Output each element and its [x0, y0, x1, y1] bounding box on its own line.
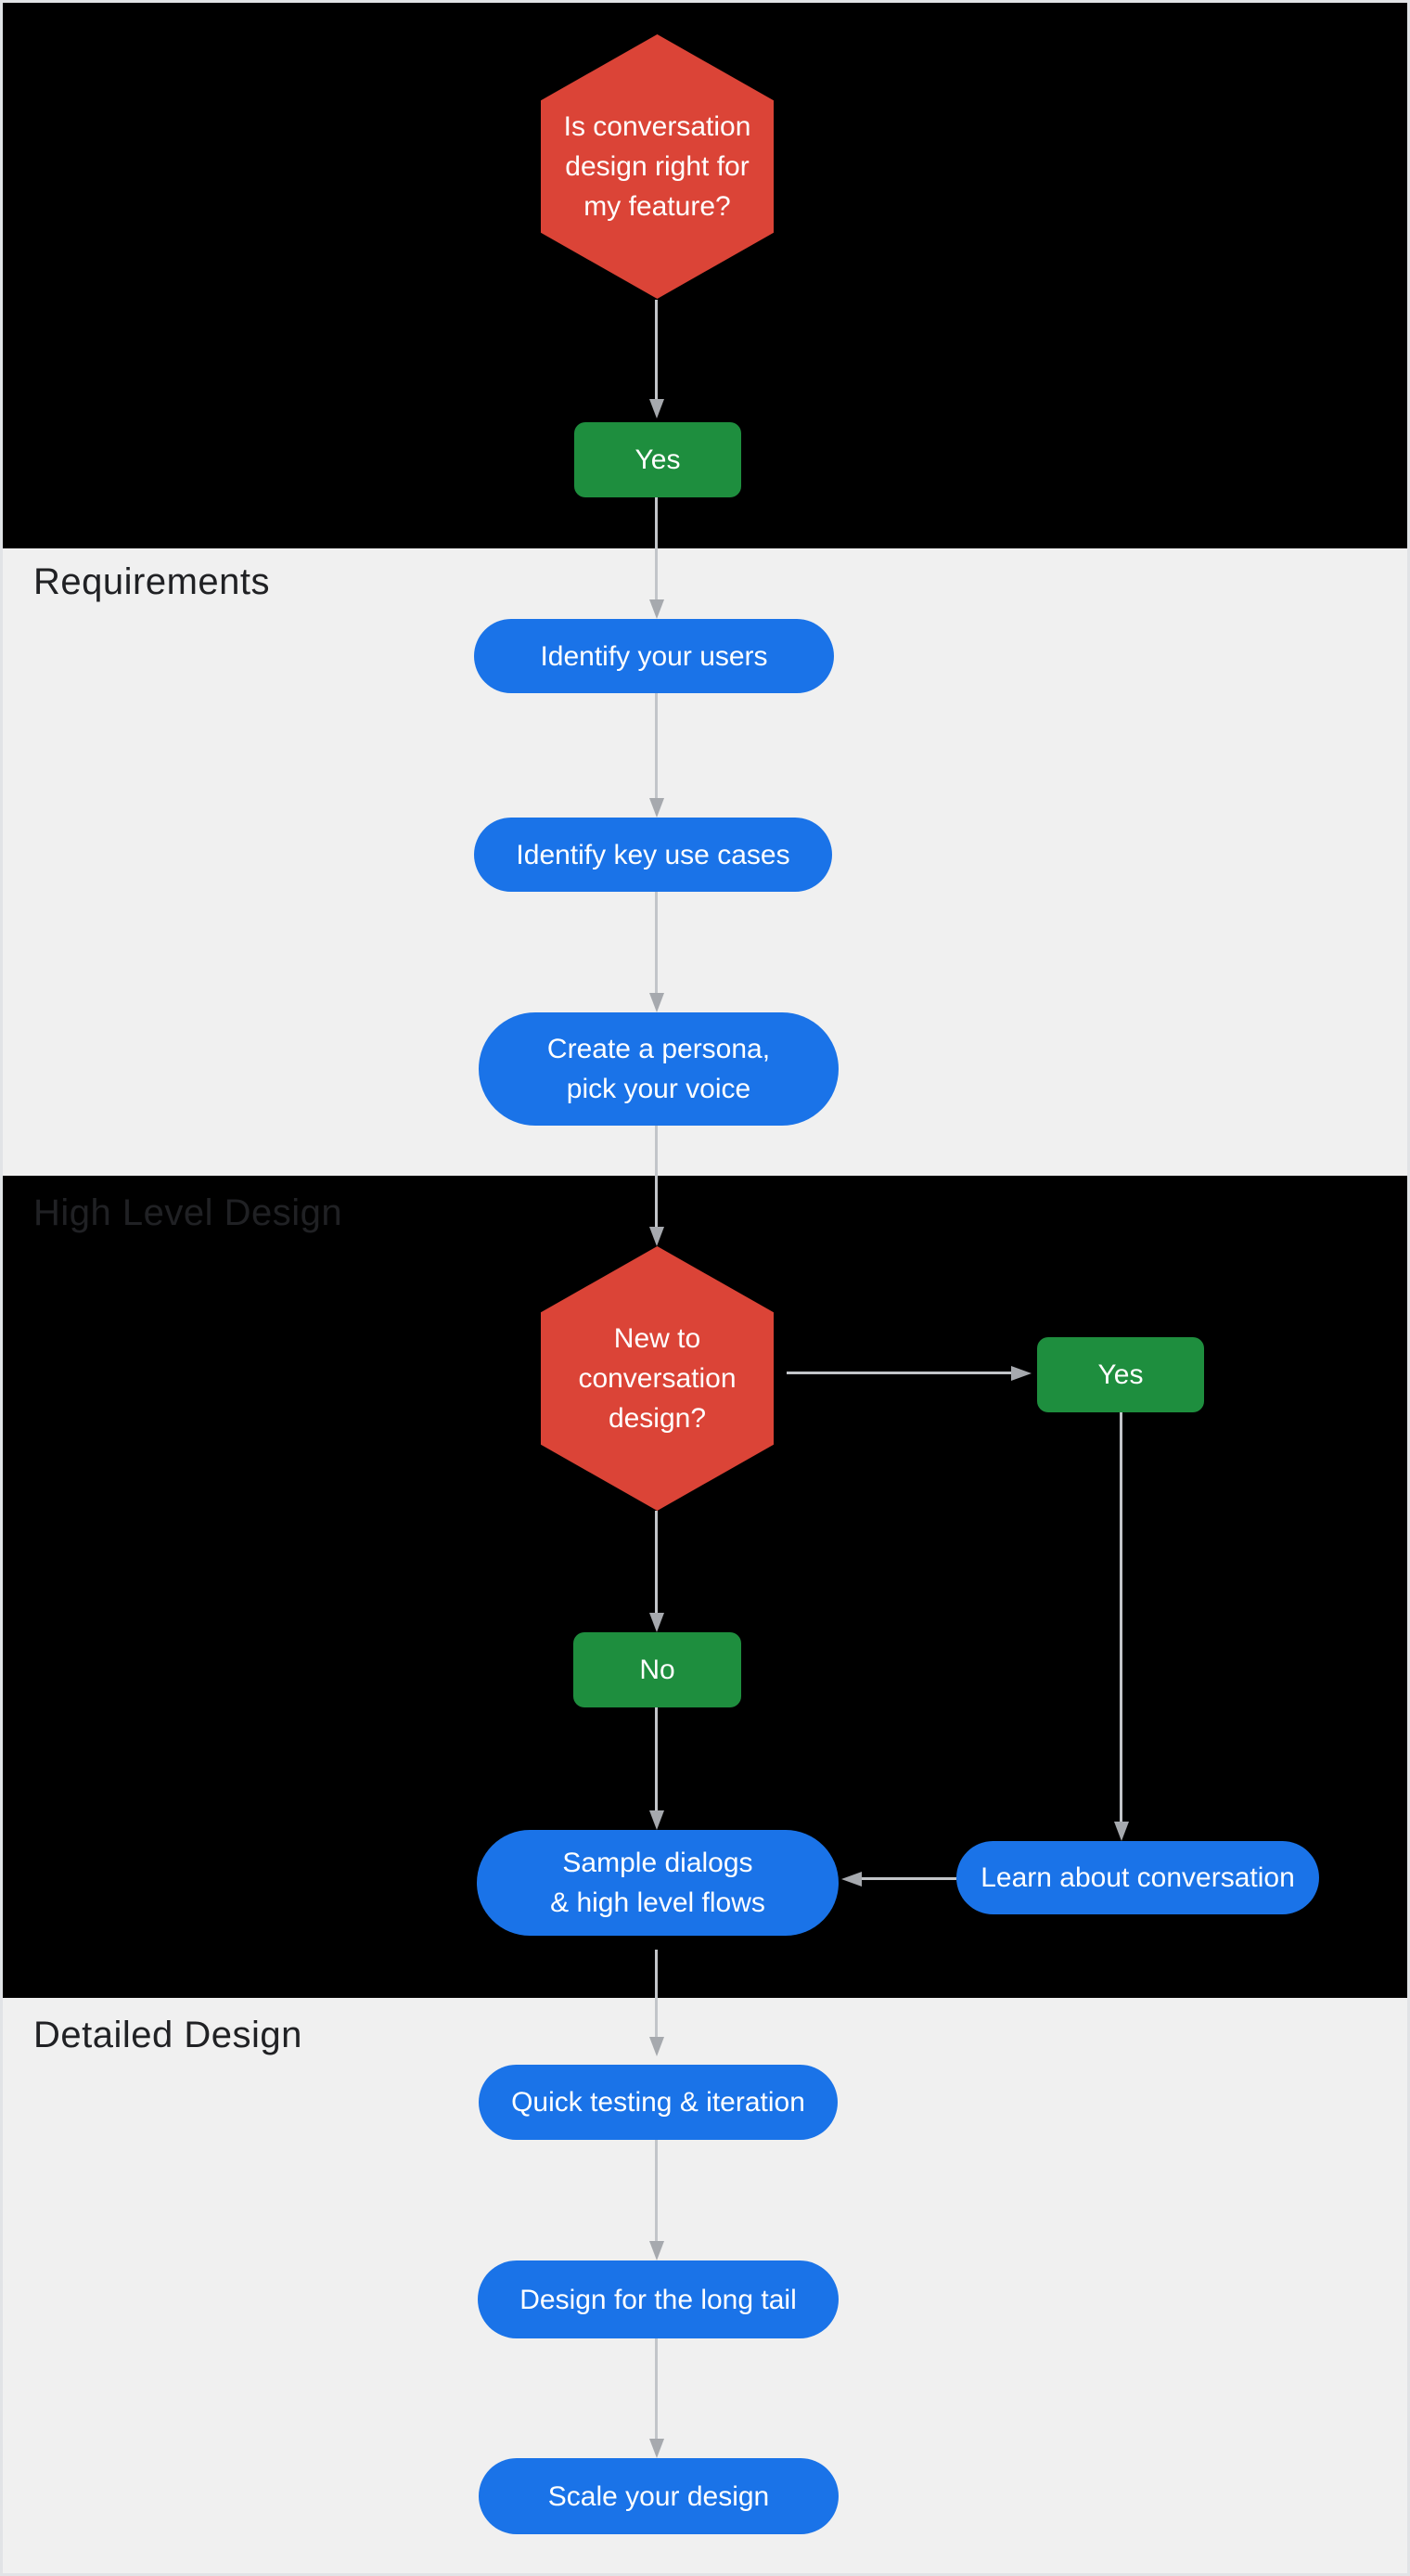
arrowhead-down-icon [649, 1613, 664, 1632]
connector-users-to-use-cases [655, 693, 658, 798]
answer-yes-feature: Yes [574, 422, 741, 497]
connector-new-question-to-yes [787, 1372, 1011, 1374]
connector-quick-testing-to-long-tail [655, 2140, 658, 2241]
step-label: Design for the long tail [519, 2284, 797, 2315]
connector-use-cases-to-persona [655, 892, 658, 993]
answer-yes-new: Yes [1037, 1337, 1204, 1412]
step-create-persona-pick-voice: Create a persona, pick your voice [479, 1012, 839, 1126]
connector-feature-to-yes [655, 300, 658, 399]
step-identify-key-use-cases: Identify key use cases [474, 818, 832, 892]
arrowhead-left-icon [841, 1872, 862, 1887]
step-label: Create a persona, pick your voice [546, 1034, 771, 1104]
arrowhead-down-icon [649, 993, 664, 1012]
answer-no-new: No [573, 1632, 741, 1707]
step-label: Scale your design [547, 2480, 770, 2512]
arrowhead-down-icon [649, 1227, 664, 1246]
step-label: Learn about conversation [981, 1862, 1295, 1893]
arrowhead-down-icon [649, 599, 664, 619]
step-identify-your-users: Identify your users [474, 619, 834, 693]
connector-long-tail-to-scale [655, 2338, 658, 2439]
connector-persona-to-new-question [655, 1126, 658, 1227]
step-label: Quick testing & iteration [511, 2087, 805, 2118]
arrowhead-down-icon [1114, 1822, 1129, 1841]
answer-label: Yes [634, 444, 681, 475]
connector-sample-to-quick-testing [655, 1950, 658, 2037]
section-title-detailed-design: Detailed Design [33, 2015, 302, 2055]
decision-label: New to conversation design? [578, 1323, 737, 1434]
connector-new-question-to-no [655, 1511, 658, 1613]
arrowhead-right-icon [1011, 1366, 1032, 1381]
arrowhead-down-icon [649, 2241, 664, 2260]
arrowhead-down-icon [649, 399, 664, 419]
answer-label: No [639, 1655, 675, 1685]
connector-no-to-sample-dialogs [655, 1707, 658, 1810]
section-title-high-level-design: High Level Design [33, 1192, 343, 1233]
arrowhead-down-icon [649, 2439, 664, 2458]
arrowhead-down-icon [649, 1810, 664, 1830]
decision-label: Is conversation design right for my feat… [563, 111, 751, 222]
step-learn-about-conversation: Learn about conversation [956, 1841, 1319, 1914]
connector-yes-to-learn [1120, 1412, 1122, 1822]
step-label: Sample dialogs & high level flows [550, 1848, 765, 1918]
step-label: Identify your users [540, 640, 768, 672]
answer-label: Yes [1097, 1359, 1144, 1390]
arrowhead-down-icon [649, 798, 664, 818]
step-label: Identify key use cases [516, 839, 790, 870]
step-design-for-long-tail: Design for the long tail [478, 2260, 839, 2338]
connector-learn-to-sample-dialogs [862, 1877, 956, 1880]
section-title-requirements: Requirements [33, 561, 271, 602]
step-sample-dialogs-high-level-flows: Sample dialogs & high level flows [477, 1830, 839, 1936]
connector-yes-to-identify-users [655, 497, 658, 599]
step-scale-your-design: Scale your design [479, 2458, 839, 2534]
arrowhead-down-icon [649, 2037, 664, 2056]
step-quick-testing-iteration: Quick testing & iteration [479, 2065, 838, 2140]
